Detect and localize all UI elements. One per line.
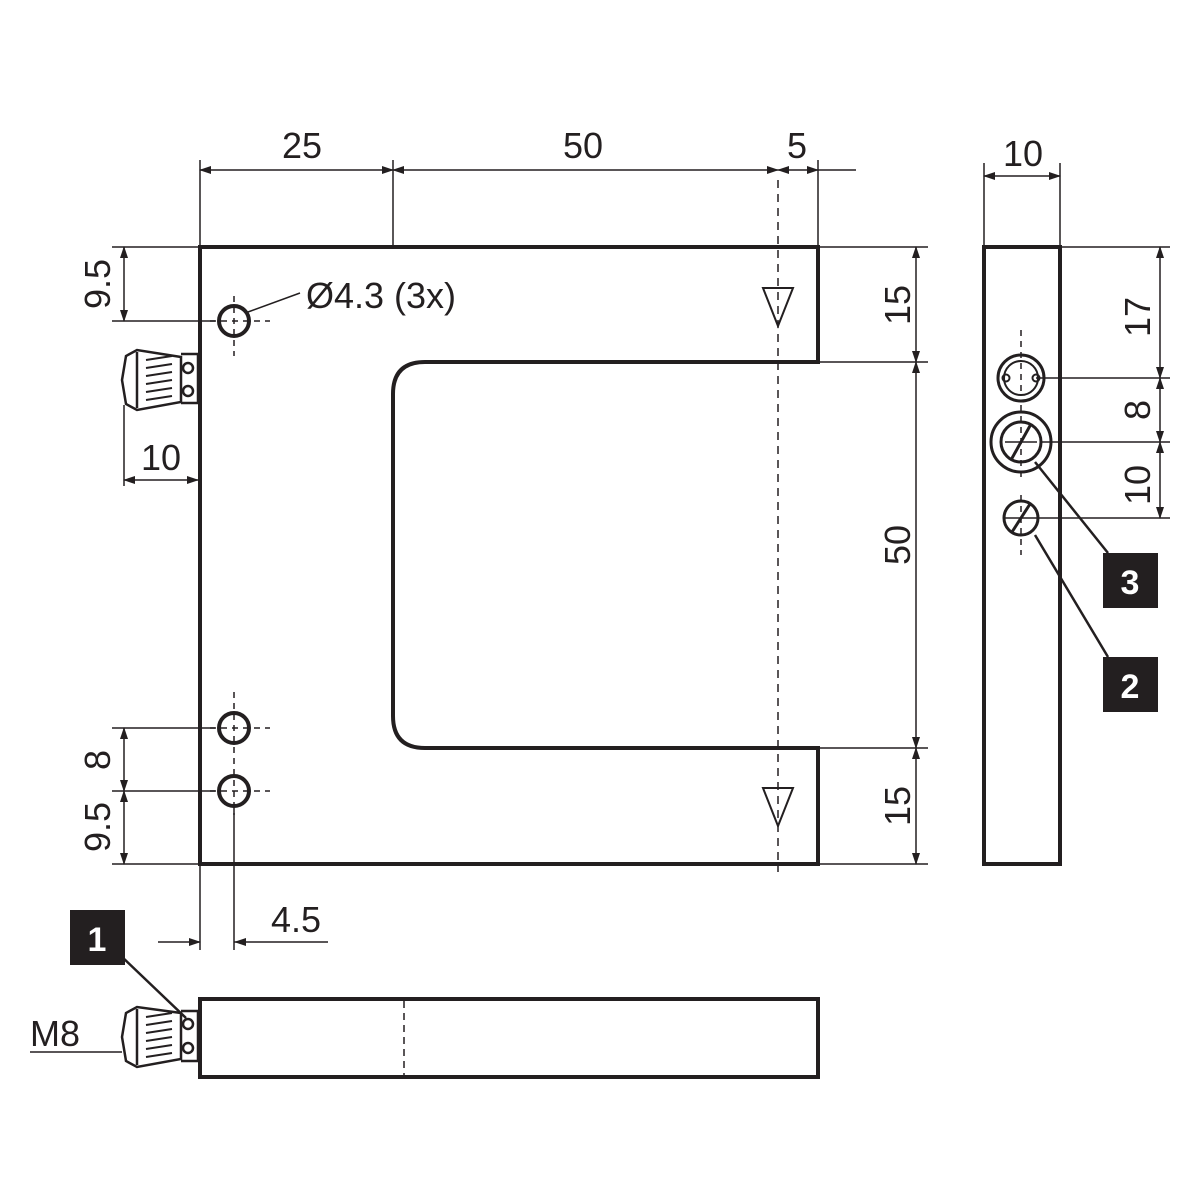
dim-9-5-bottom: 9.5 [77, 802, 118, 852]
callout-1-label: 1 [88, 921, 107, 959]
connector-bottom-icon [120, 1005, 200, 1069]
receiver-triangle-icon [761, 787, 795, 829]
dim-15-top-arm: 15 [877, 285, 918, 325]
dim-10-connector: 10 [141, 437, 181, 478]
dim-9-5-top: 9.5 [77, 259, 118, 309]
dim-25: 25 [282, 125, 322, 166]
bottom-body-outline [198, 997, 820, 1079]
callout-3-label: 3 [1121, 564, 1140, 602]
connector-left-icon [120, 348, 200, 412]
callout-badge-1: 1 [70, 910, 125, 965]
bottom-view [30, 954, 820, 1079]
dim-4-5: 4.5 [271, 899, 321, 940]
dim-side-17: 17 [1117, 297, 1158, 337]
thread-label: M8 [30, 1013, 80, 1054]
callout-badge-3: 3 [1103, 553, 1158, 608]
dim-50-top: 50 [563, 125, 603, 166]
dim-15-bottom-arm: 15 [877, 786, 918, 826]
side-view [982, 245, 1062, 866]
side-body-outline [982, 245, 1062, 866]
dim-side-10: 10 [1003, 133, 1043, 174]
u-body-outline [198, 245, 820, 866]
dim-side-10-low: 10 [1117, 465, 1158, 505]
hole-centerlines [210, 296, 270, 815]
front-dimension-lines [112, 160, 928, 950]
callout-2-label: 2 [1121, 668, 1140, 706]
dim-hole-diameter: Ø4.3 (3x) [306, 275, 456, 316]
callout-badge-2: 2 [1103, 657, 1158, 712]
emitter-triangle-icon [761, 287, 795, 329]
dim-8-holes: 8 [77, 750, 118, 770]
dim-side-8: 8 [1117, 400, 1158, 420]
front-view [120, 180, 820, 872]
dim-50-slot: 50 [877, 525, 918, 565]
dim-5: 5 [787, 125, 807, 166]
side-dimension-lines [983, 163, 1170, 658]
